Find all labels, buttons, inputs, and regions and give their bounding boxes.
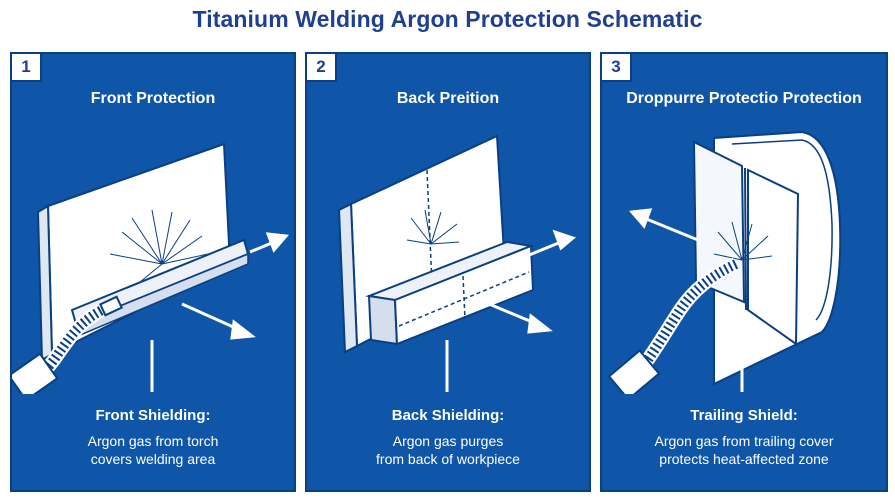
panel-number: 2 — [307, 54, 337, 82]
back-protection-illustration — [337, 134, 577, 392]
panel-title: Droppurre Protectio Protection — [626, 90, 862, 107]
panel-description: Argon gas from torch covers welding area — [12, 432, 294, 468]
description-line: from back of workpiece — [376, 451, 520, 467]
trailing-protection-illustration — [607, 130, 842, 394]
purge-box — [365, 240, 535, 346]
panel-number: 3 — [602, 54, 632, 82]
panel-number: 1 — [12, 54, 42, 82]
workpiece-plate-right — [747, 168, 800, 346]
spark-lines — [406, 209, 460, 245]
description-line: Argon gas from trailing cover — [654, 433, 834, 449]
spark-lines — [713, 221, 773, 261]
panel-description: Argon gas purges from back of workpiece — [307, 432, 589, 468]
description-line: protects heat-affected zone — [659, 451, 829, 467]
panel-trailing-protection: 3 Droppurre Protectio Protection Trai — [600, 52, 888, 492]
gas-flow-arrows — [150, 232, 289, 392]
description-line: Argon gas purges — [392, 433, 504, 449]
panel-subtitle: Back Shielding: — [391, 407, 505, 424]
torch-body — [12, 352, 59, 394]
panel-front-protection: 1 Front Protection — [10, 52, 296, 492]
spark-lines — [109, 209, 209, 283]
panel-description: Argon gas from trailing cover protects h… — [602, 432, 886, 468]
gas-flow-arrows — [629, 208, 744, 392]
panel-title: Front Protection — [90, 90, 216, 107]
panel-subtitle: Trailing Shield: — [690, 407, 798, 424]
panel-back-protection: 2 Back Preition Back Shielding: — [305, 52, 591, 492]
description-line: covers welding area — [90, 451, 216, 467]
torch-hose — [636, 257, 740, 373]
front-protection-illustration — [12, 142, 289, 394]
description-line: Argon gas from torch — [87, 433, 219, 449]
torch-body — [607, 349, 661, 394]
panel-subtitle: Front Shielding: — [95, 407, 211, 424]
panel-title: Back Preition — [396, 90, 500, 107]
gas-flow-arrows — [445, 229, 577, 392]
page-title: Titanium Welding Argon Protection Schema… — [192, 6, 703, 32]
